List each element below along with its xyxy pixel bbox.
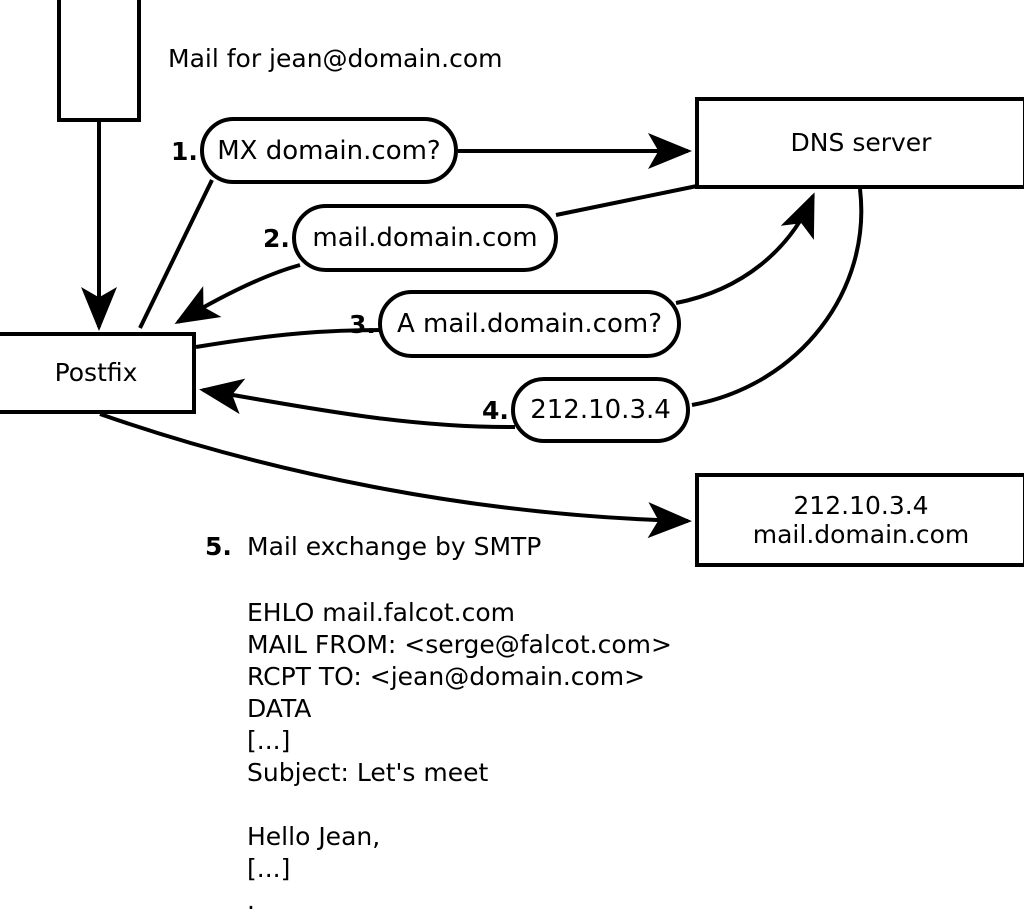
step-5-label: Mail exchange by SMTP (247, 532, 542, 561)
smtp-transcript-line: [...] (247, 854, 291, 883)
smtp-transcript-line: . (247, 886, 255, 915)
step-bubble-mx-answer-label: mail.domain.com (312, 223, 538, 253)
smtp-transcript-line: EHLO mail.falcot.com (247, 598, 516, 627)
smtp-transcript-line: RCPT TO: <jean@domain.com> (247, 662, 646, 691)
node-mail-source (57, 0, 141, 122)
connector-step2-to-postfix (174, 263, 301, 325)
step-bubble-mx-answer: mail.domain.com (292, 204, 558, 272)
connector-postfix-to-step3 (195, 328, 383, 349)
smtp-transcript-line (247, 789, 672, 821)
node-dns-server: DNS server (695, 97, 1024, 189)
step-number-1: 1. (171, 137, 198, 166)
step-number-3: 3. (349, 310, 376, 339)
node-target-hostname: mail.domain.com (752, 520, 970, 549)
node-target-ip: 212.10.3.4 (793, 490, 929, 520)
header-label: Mail for jean@domain.com (168, 44, 503, 73)
connector-step1-tail (138, 179, 214, 329)
smtp-transcript-line: DATA (247, 694, 312, 723)
connector-step3-to-dns (675, 192, 815, 305)
step-bubble-a-answer: 212.10.3.4 (511, 377, 690, 443)
connector-step4-to-postfix (199, 378, 516, 430)
node-postfix-label: Postfix (54, 358, 138, 388)
smtp-transcript-line: [...] (247, 726, 291, 755)
connector-postfix-to-target (99, 412, 692, 539)
step-number-4: 4. (482, 396, 509, 425)
step-bubble-mx-query: MX domain.com? (200, 117, 458, 184)
step-number-5: 5. (205, 532, 232, 561)
node-dns-server-label: DNS server (790, 128, 932, 158)
step-bubble-a-query-label: A mail.domain.com? (397, 309, 662, 339)
node-target-mail-server: 212.10.3.4 mail.domain.com (695, 473, 1024, 567)
step-bubble-a-query: A mail.domain.com? (378, 290, 681, 358)
connector-dns-to-step4 (691, 188, 864, 407)
step-number-2: 2. (263, 224, 290, 253)
step-bubble-a-answer-label: 212.10.3.4 (530, 395, 671, 425)
step-bubble-mx-query-label: MX domain.com? (217, 135, 441, 166)
smtp-transcript-line: Hello Jean, (247, 822, 381, 851)
smtp-transcript-line: MAIL FROM: <serge@falcot.com> (247, 630, 672, 659)
node-postfix: Postfix (0, 332, 196, 414)
connector-dns-to-step2 (555, 184, 698, 217)
smtp-transcript-line: Subject: Let's meet (247, 758, 489, 787)
